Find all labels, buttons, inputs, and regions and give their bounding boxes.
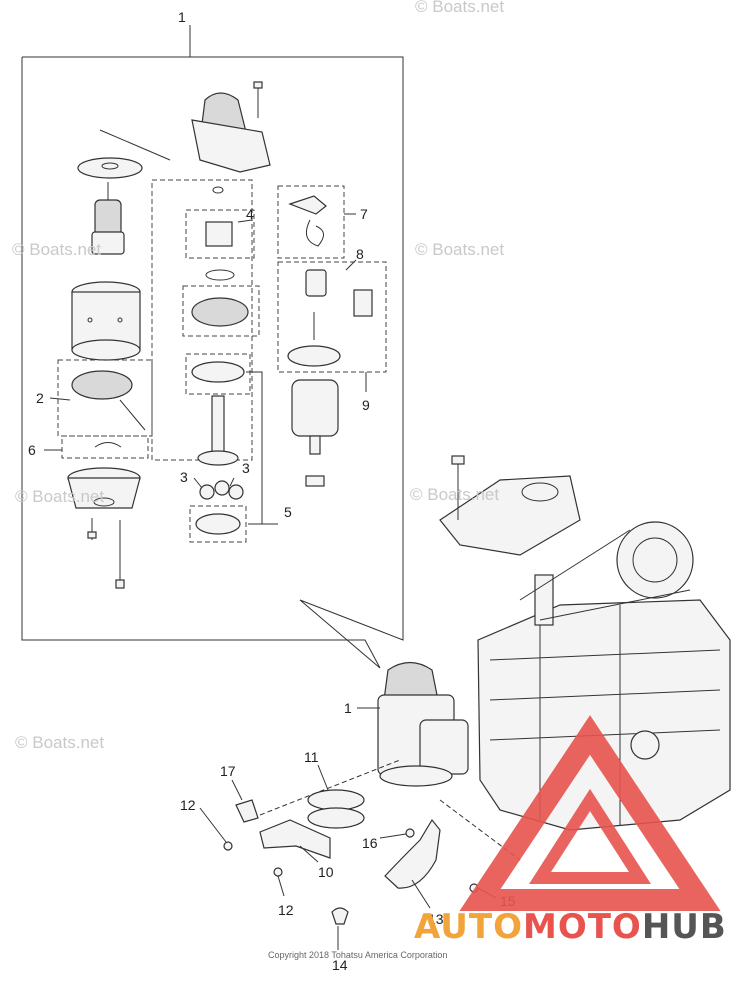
callout-9: 9 (362, 397, 370, 413)
end-cap-plate (77, 157, 143, 179)
clutch-assembly (182, 269, 260, 337)
drive-shaft (197, 395, 239, 466)
callout-1-top: 1 (178, 9, 186, 25)
logo-text-auto: AUTO (414, 907, 523, 947)
pinion-gear-group (151, 179, 255, 461)
watermark-4: © Boats.net (410, 485, 499, 504)
starter-band (307, 789, 365, 829)
exploded-view-frame (21, 25, 404, 669)
callout-13: 13 (428, 911, 444, 927)
callout-11: 11 (304, 749, 319, 765)
starter-motor-assembled (377, 661, 469, 787)
copyright-text: Copyright 2018 Tohatsu America Corporati… (268, 950, 447, 960)
shift-lever-group (277, 185, 345, 259)
callout-14: 14 (332, 957, 348, 973)
watermark-6: © Boats.net (415, 0, 504, 16)
retaining-ring (61, 435, 149, 459)
watermark-3: © Boats.net (15, 487, 104, 506)
callout-3a: 3 (180, 469, 188, 485)
automotohub-logo: AUTOMOTOHUB (414, 715, 727, 947)
watermark-2: © Boats.net (415, 240, 504, 259)
callout-12b: 12 (278, 902, 294, 918)
mounting-bracket (439, 455, 581, 556)
ring-gear (189, 505, 247, 543)
yoke-housing (71, 281, 141, 361)
callout-2: 2 (36, 390, 44, 406)
logo-triangle-inner (529, 788, 651, 884)
svg-text:AUTOMOTOHUB: AUTOMOTOHUB (414, 907, 727, 947)
watermarks: © Boats.net © Boats.net © Boats.net © Bo… (12, 0, 504, 752)
belt-line (519, 529, 691, 621)
logo-text-moto: MOTO (523, 907, 642, 947)
watermark-5: © Boats.net (15, 733, 104, 752)
logo-triangle (459, 715, 721, 911)
brush-holder-assembly (57, 359, 153, 437)
callout-4: 4 (246, 206, 254, 222)
logo-text-hub: HUB (642, 907, 727, 947)
internal-gear (185, 353, 251, 395)
through-bolts (87, 518, 125, 589)
callout-6: 6 (28, 442, 36, 458)
callout-7: 7 (360, 206, 368, 222)
callout-16: 16 (362, 835, 378, 851)
cable-boot (384, 818, 441, 889)
front-cover (191, 81, 271, 173)
rear-bracket (67, 467, 141, 509)
leader-lines (44, 213, 367, 525)
armature (91, 182, 125, 255)
callout-3b: 3 (242, 460, 250, 476)
callout-1-main: 1 (344, 700, 352, 716)
callout-5: 5 (284, 504, 292, 520)
plunger-group (277, 261, 387, 373)
watermark-1: © Boats.net (12, 240, 101, 259)
callout-17: 17 (220, 763, 236, 779)
bolts-small (223, 828, 479, 925)
planet-gears (199, 480, 244, 500)
solenoid (291, 379, 339, 487)
callout-12a: 12 (180, 797, 196, 813)
engine-block (477, 521, 731, 831)
callout-8: 8 (356, 246, 364, 262)
starter-bracket (235, 799, 331, 859)
callout-10: 10 (318, 864, 334, 880)
